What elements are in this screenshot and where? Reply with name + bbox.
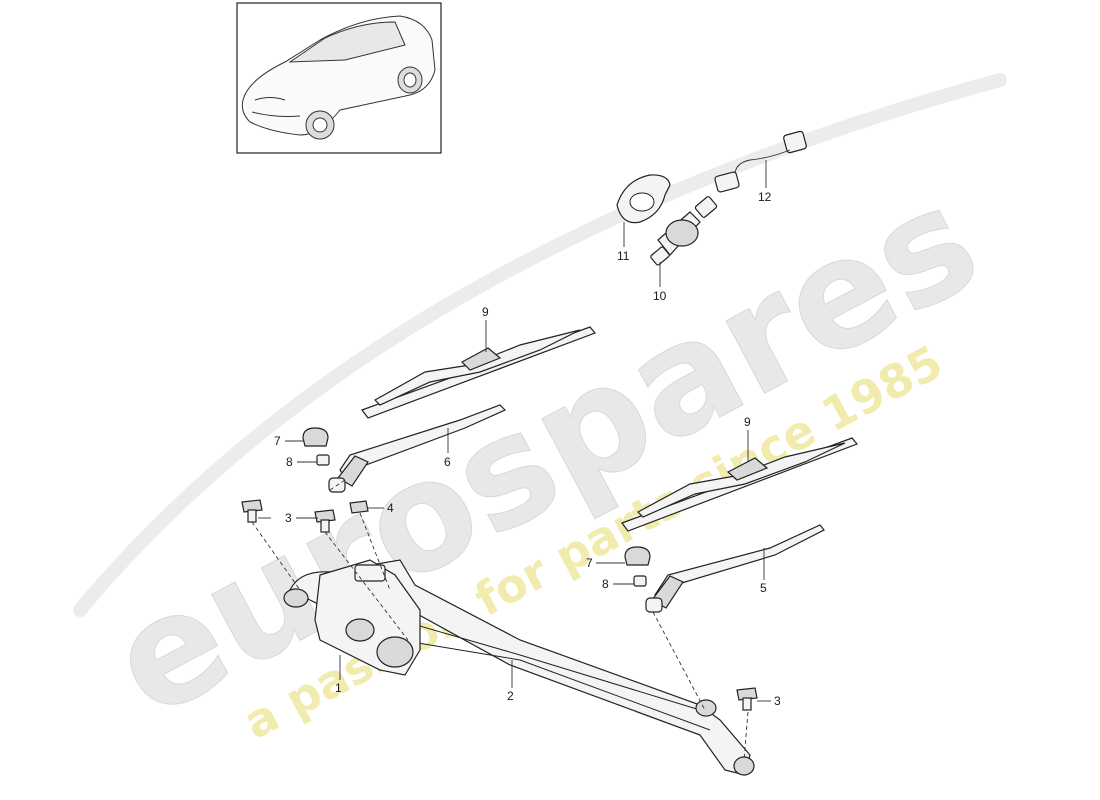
- callout-7-upper: 7: [274, 434, 281, 448]
- callout-8-lower: 8: [602, 577, 609, 591]
- callout-6: 6: [444, 455, 451, 469]
- wiper-arm-lower: [645, 524, 825, 613]
- callout-1: 1: [335, 681, 342, 695]
- cap-nut-upper: [302, 427, 330, 466]
- callouts: 1 2 3 3 4 5 6 7 7 8 8 9 9 10 11 12: [274, 190, 781, 708]
- sensor-cable: [714, 130, 807, 193]
- callout-2: 2: [507, 689, 514, 703]
- callout-4: 4: [387, 501, 394, 515]
- callout-10: 10: [653, 289, 667, 303]
- callout-3-left: 3: [285, 511, 292, 525]
- callout-3-right: 3: [774, 694, 781, 708]
- callout-8-upper: 8: [286, 455, 293, 469]
- car-icon: [241, 15, 436, 140]
- gasket-seal: [616, 174, 671, 224]
- callout-11: 11: [617, 249, 630, 263]
- bolts: [241, 499, 758, 711]
- cap-nut-lower: [624, 546, 651, 587]
- callout-5: 5: [760, 581, 767, 595]
- leader-lines: [258, 160, 771, 702]
- assembly-lines: [251, 479, 749, 761]
- wiper-blade-lower: [621, 437, 858, 532]
- callout-12: 12: [758, 190, 772, 204]
- rain-sensor: [650, 196, 718, 266]
- callout-9-lower: 9: [744, 415, 751, 429]
- wiper-motor: [314, 559, 421, 676]
- callout-9-upper: 9: [482, 305, 489, 319]
- callout-7-lower: 7: [586, 556, 593, 570]
- wiper-blade-upper: [361, 326, 597, 419]
- thumbnail-box: [236, 2, 442, 154]
